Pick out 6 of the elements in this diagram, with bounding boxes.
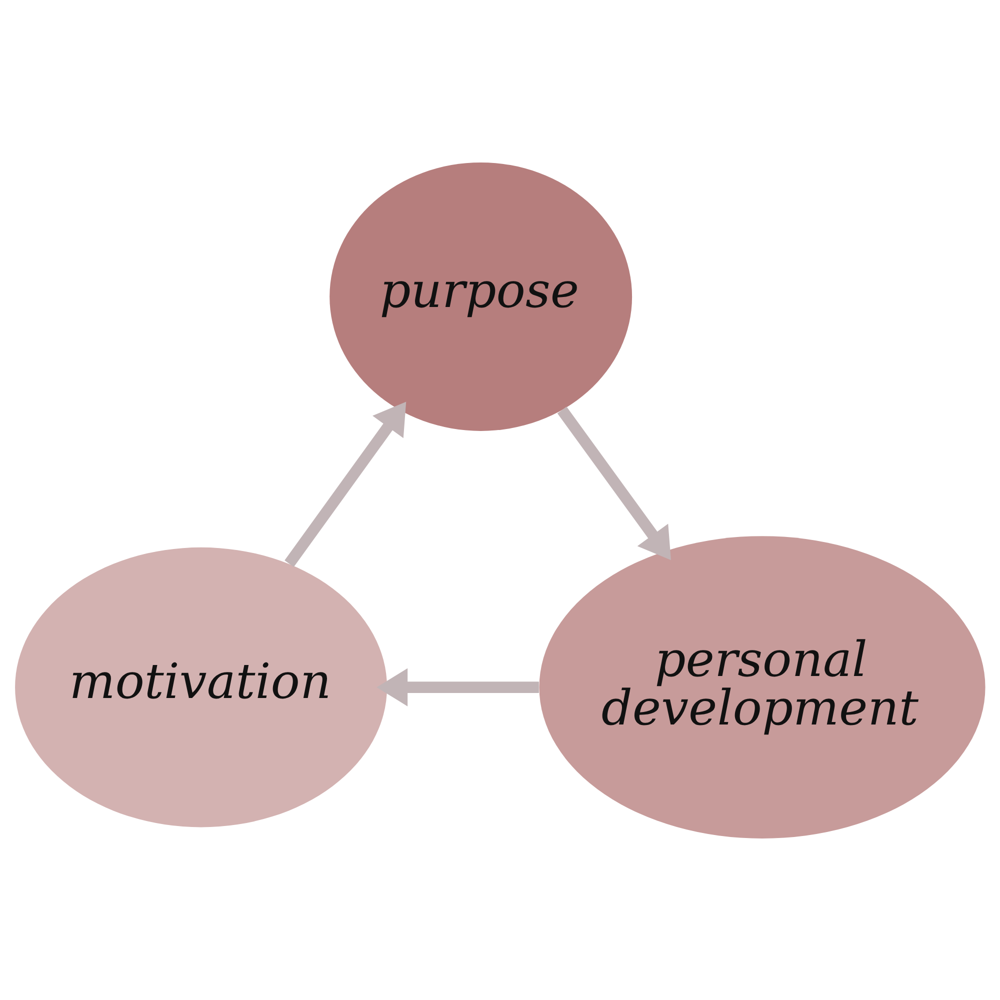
arrow bbox=[284, 401, 406, 566]
arrow bbox=[557, 406, 671, 560]
node-ellipse: motivation bbox=[15, 546, 388, 827]
node-ellipse: personal development bbox=[539, 536, 986, 838]
arrow bbox=[376, 668, 539, 706]
node-ellipse: purpose bbox=[330, 162, 632, 430]
